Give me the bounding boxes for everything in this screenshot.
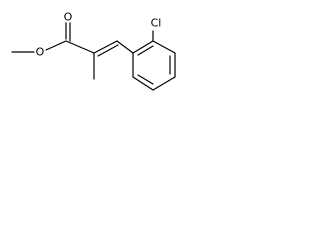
ester-oxygen-label: O bbox=[36, 46, 45, 59]
carbonyl-oxygen-label: O bbox=[64, 11, 73, 24]
ring-bond-c4-c5 bbox=[152, 76, 176, 91]
ring-inner-double-bottom bbox=[137, 74, 154, 85]
bond-vinyl-aryl bbox=[116, 40, 134, 54]
ring-inner-double-top bbox=[137, 45, 154, 56]
bond-ester-oxygen-carbonyl bbox=[45, 40, 67, 51]
ring-bond-c5-c6 bbox=[132, 76, 154, 91]
ring-bond-c1-c2 bbox=[132, 40, 154, 54]
ring-bond-c2-c3 bbox=[152, 40, 176, 54]
chemical-structure-diagram: O O Cl bbox=[11, 11, 176, 91]
chlorine-label: Cl bbox=[151, 17, 162, 30]
bond-carbonyl-alpha-carbon bbox=[65, 40, 95, 54]
bond-alkene-inner bbox=[97, 44, 119, 57]
bond-alkene-outer bbox=[93, 40, 118, 54]
